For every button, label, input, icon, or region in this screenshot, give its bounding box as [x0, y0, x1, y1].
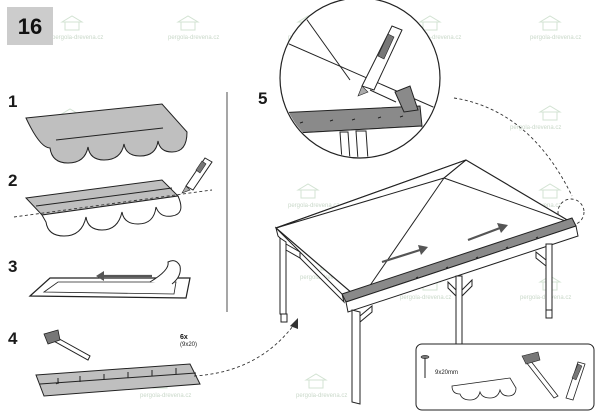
nail-marks	[55, 368, 177, 385]
post-front-right	[545, 243, 553, 313]
direction-arrow-head	[497, 223, 508, 233]
arrow-head	[96, 271, 104, 281]
knife-tool-icon	[565, 361, 586, 401]
tools-panel: 9x20mm	[415, 343, 595, 411]
watermark: pergola-drevena.cz	[168, 15, 219, 41]
cut-line	[35, 187, 173, 207]
step-4-number: 4	[8, 329, 18, 348]
shingle-strip	[25, 103, 188, 164]
watermark: pergola-drevena.cz	[410, 15, 461, 41]
watermark: pergola-drevena.cz	[288, 183, 339, 209]
nail-mark	[55, 378, 60, 385]
strip-edge	[39, 372, 197, 385]
direction-arrow	[467, 226, 501, 242]
hand-peeling-icon	[149, 260, 181, 285]
watermark: pergola-drevena.cz	[530, 15, 581, 41]
step-2: 2	[8, 157, 213, 237]
post-top	[355, 130, 369, 157]
knife-grip	[377, 33, 395, 60]
roof-hip-line	[443, 177, 575, 225]
brace	[447, 280, 457, 298]
post-back-left	[279, 237, 287, 317]
roof-peak	[443, 159, 467, 179]
step-1-number: 1	[8, 92, 17, 111]
fascia-board-side	[275, 226, 345, 304]
detail-connector	[453, 97, 573, 197]
quantity-label: 6x	[180, 334, 188, 341]
post-front-middle	[455, 275, 463, 353]
step-3: 3	[8, 257, 191, 299]
shingle-strip-nailed	[35, 363, 201, 397]
watermark: pergola-drevena.cz	[52, 15, 103, 41]
magnified-roof-edge	[281, 9, 439, 157]
connector-to-pergola	[193, 321, 297, 377]
quantity-detail: (9x20)	[180, 342, 197, 348]
tools-box	[415, 343, 595, 411]
step-5-number: 5	[258, 89, 267, 108]
post-anchor	[545, 309, 553, 319]
fascia-board-front	[345, 225, 579, 313]
fascia-nails	[415, 236, 539, 279]
shingle-tabs	[41, 195, 182, 237]
pergola-structure	[274, 159, 579, 405]
badge-background	[7, 7, 53, 45]
watermark-text: pergola-drevena.cz	[168, 35, 219, 41]
watermark-text: pergola-drevena.cz	[410, 35, 461, 41]
page-number-badge: 16	[7, 7, 53, 45]
step-2-number: 2	[8, 171, 17, 190]
utility-knife-icon	[181, 157, 213, 194]
shingle-icon	[451, 377, 517, 401]
nail-spec-label: 9x20mm	[435, 370, 458, 376]
watermark-text: pergola-drevena.cz	[140, 393, 191, 399]
fascia-board	[281, 125, 425, 157]
shingle-corner	[394, 85, 419, 113]
cut-direction	[369, 89, 397, 103]
brace	[535, 250, 547, 268]
watermark-text: pergola-drevena.cz	[296, 393, 347, 399]
nail-heads	[299, 115, 404, 124]
detail-target-circle	[557, 198, 585, 226]
detail-magnifier	[279, 0, 441, 159]
cut-guide-line	[13, 189, 213, 218]
watermark-text: pergola-drevena.cz	[400, 295, 451, 301]
watermark: pergola-drevena.cz	[510, 105, 562, 131]
connector-arrow-head	[290, 318, 298, 329]
watermark-text: pergola-drevena.cz	[288, 203, 339, 209]
brace	[359, 304, 373, 324]
direction-arrow-head	[418, 245, 428, 255]
page-number: 16	[18, 14, 42, 39]
watermark-text: pergola-drevena.cz	[510, 125, 561, 131]
protective-foil	[42, 281, 177, 295]
roof-hip-line	[359, 177, 445, 301]
step-1: 1	[8, 92, 188, 164]
hammer-icon	[43, 329, 91, 361]
post-top	[339, 131, 351, 157]
knife-blade	[357, 85, 369, 97]
direction-arrow	[381, 248, 421, 264]
step-4: 4 6x (9x20)	[8, 318, 298, 397]
watermark-text: pergola-drevena.cz	[530, 35, 581, 41]
watermark-text: pergola-drevena.cz	[52, 35, 103, 41]
watermark: pergola-drevena.cz	[296, 373, 347, 399]
brace	[285, 243, 301, 259]
brace	[461, 278, 473, 298]
post-front-left	[351, 309, 361, 405]
nail-icon	[420, 355, 430, 378]
post-anchor	[280, 313, 288, 323]
hammer-tool-icon	[521, 351, 559, 399]
step-3-number: 3	[8, 257, 17, 276]
shingle-edge	[55, 127, 164, 141]
